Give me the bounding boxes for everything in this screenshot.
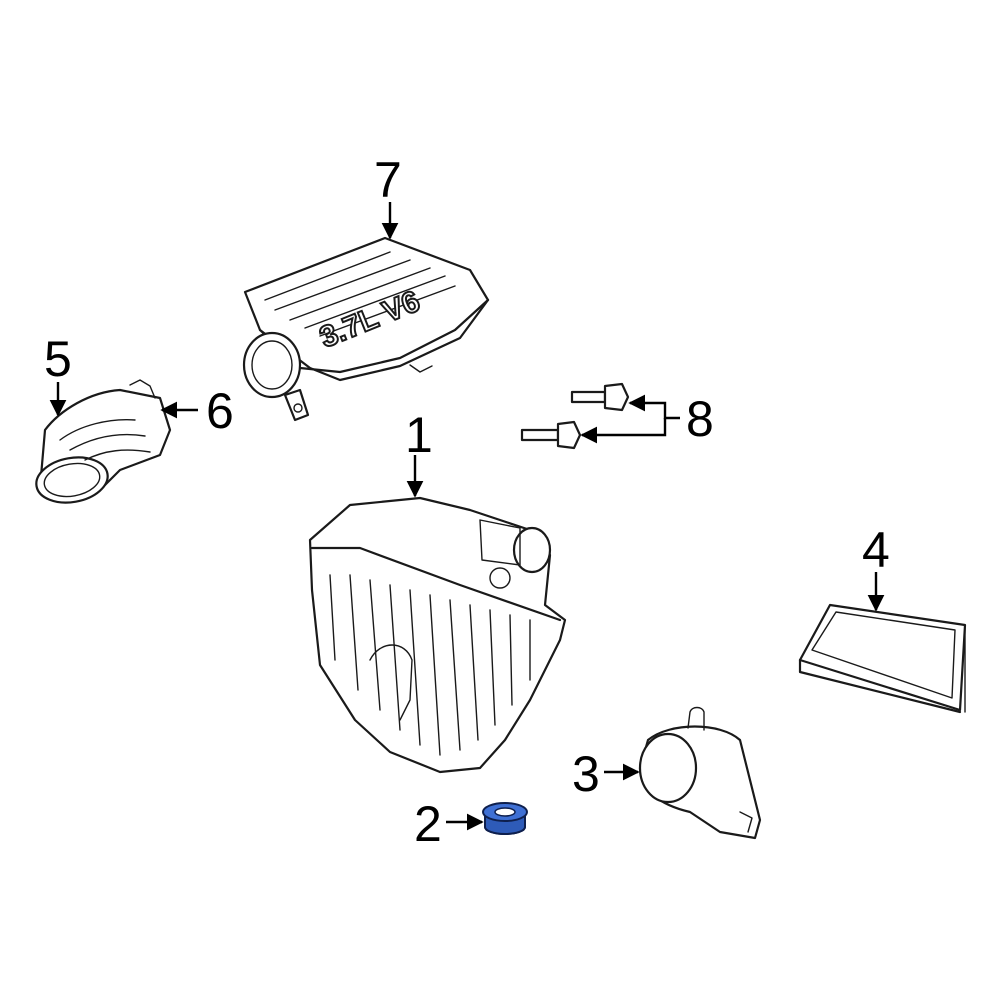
callout-7: 7 xyxy=(374,152,402,208)
engine-cover-part[interactable]: 3.7L V6 xyxy=(242,236,490,422)
callout-4: 4 xyxy=(862,522,890,578)
leader-8a xyxy=(628,394,680,420)
inlet-elbow-part[interactable] xyxy=(638,706,762,840)
callout-3: 3 xyxy=(572,746,600,802)
callout-leaders xyxy=(49,202,885,831)
callout-6: 6 xyxy=(206,383,234,439)
callout-2: 2 xyxy=(414,796,442,852)
callout-labels: 7 5 6 1 8 4 3 2 xyxy=(44,152,890,852)
bolts-part[interactable] xyxy=(520,382,630,450)
callout-1: 1 xyxy=(405,407,433,463)
intake-duct-part[interactable] xyxy=(33,379,172,508)
air-box-housing-part[interactable] xyxy=(308,496,567,774)
leader-8b xyxy=(580,418,667,444)
grommet-part[interactable] xyxy=(482,802,528,835)
callout-5: 5 xyxy=(44,331,72,387)
air-filter-part[interactable] xyxy=(798,603,967,714)
callout-8: 8 xyxy=(686,391,714,447)
